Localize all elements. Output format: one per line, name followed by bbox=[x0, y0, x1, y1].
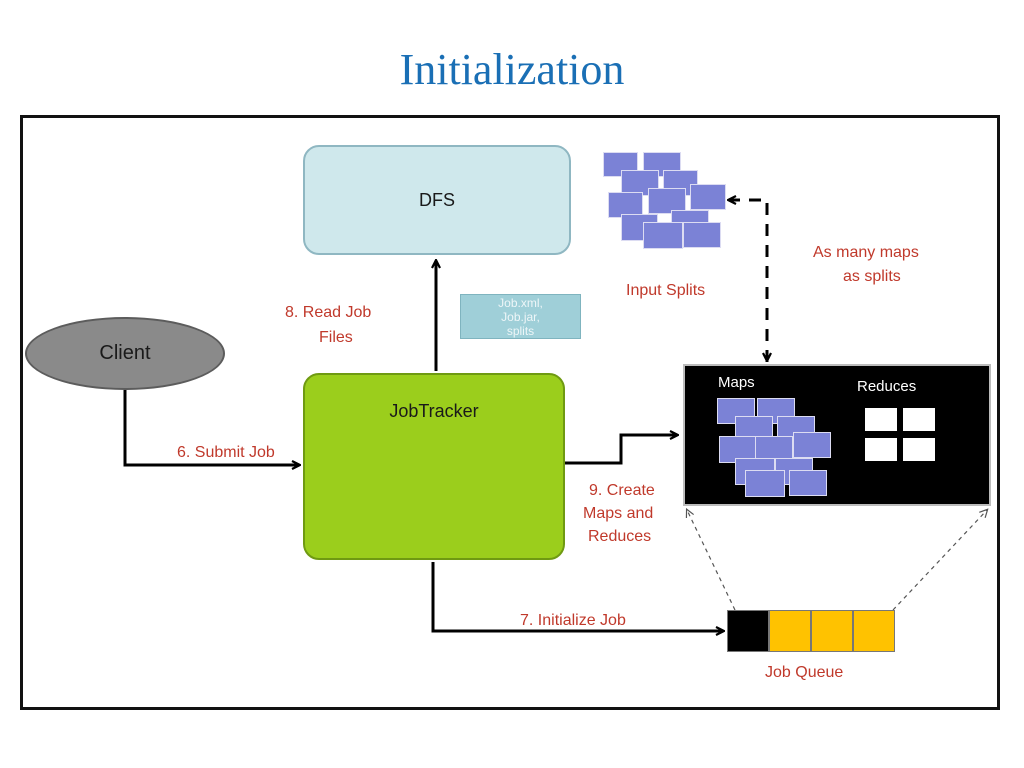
job-files-line: splits bbox=[506, 323, 535, 338]
jobtracker-node: JobTracker bbox=[303, 373, 565, 560]
job-files-line: Job.xml, bbox=[498, 295, 543, 310]
input-splits-label: Input Splits bbox=[626, 282, 706, 299]
job-queue-label: Job Queue bbox=[765, 664, 844, 681]
jobtracker-label: JobTracker bbox=[389, 401, 479, 421]
job-files-node: Job.xml, Job.jar, splits bbox=[460, 294, 581, 339]
queue-to-reduces-dotted bbox=[892, 510, 987, 611]
reduce-block bbox=[901, 436, 937, 463]
split-block bbox=[683, 222, 721, 248]
create-maps-label-line1: 9. Create bbox=[589, 482, 655, 499]
split-block bbox=[648, 188, 686, 214]
create-maps-arrow bbox=[565, 435, 677, 465]
split-block bbox=[608, 192, 643, 218]
reduce-block bbox=[863, 406, 899, 433]
reduces-label: Reduces bbox=[857, 378, 917, 395]
queue-to-maps-dotted bbox=[687, 510, 736, 611]
split-block bbox=[643, 222, 683, 249]
many-maps-label-line1: As many maps bbox=[813, 244, 919, 261]
client-node: Client bbox=[25, 317, 225, 390]
submit-job-arrow bbox=[123, 390, 299, 465]
read-job-label-line2: Files bbox=[319, 329, 353, 346]
reduce-block bbox=[901, 406, 937, 433]
diagram-frame: DFS Input Splits As many maps as splits … bbox=[20, 115, 1000, 710]
queue-cell bbox=[853, 610, 895, 652]
client-label: Client bbox=[99, 342, 151, 364]
job-files-line: Job.jar, bbox=[501, 309, 540, 324]
page-title: Initialization bbox=[399, 45, 625, 94]
split-block bbox=[690, 184, 726, 210]
create-maps-label-line2: Maps and bbox=[583, 505, 654, 522]
many-maps-label-line2: as splits bbox=[843, 268, 901, 285]
initialize-job-arrow bbox=[431, 562, 723, 631]
splits-to-maps-dashed bbox=[729, 200, 769, 362]
maps-label: Maps bbox=[718, 374, 755, 391]
dfs-label: DFS bbox=[419, 189, 455, 210]
dfs-node: DFS bbox=[303, 145, 571, 255]
queue-cell-active bbox=[727, 610, 769, 652]
reduce-block bbox=[863, 436, 899, 463]
submit-job-label: 6. Submit Job bbox=[177, 444, 275, 461]
map-block bbox=[789, 470, 827, 496]
initialize-job-label: 7. Initialize Job bbox=[520, 612, 626, 629]
read-job-label-line1: 8. Read Job bbox=[285, 304, 372, 321]
map-block bbox=[745, 470, 785, 497]
map-block bbox=[793, 432, 831, 458]
create-maps-label-line3: Reduces bbox=[588, 528, 652, 545]
maps-reduces-node: Maps Reduces bbox=[683, 364, 991, 506]
connector-layer bbox=[123, 118, 997, 707]
queue-cell bbox=[769, 610, 811, 652]
queue-cell bbox=[811, 610, 853, 652]
